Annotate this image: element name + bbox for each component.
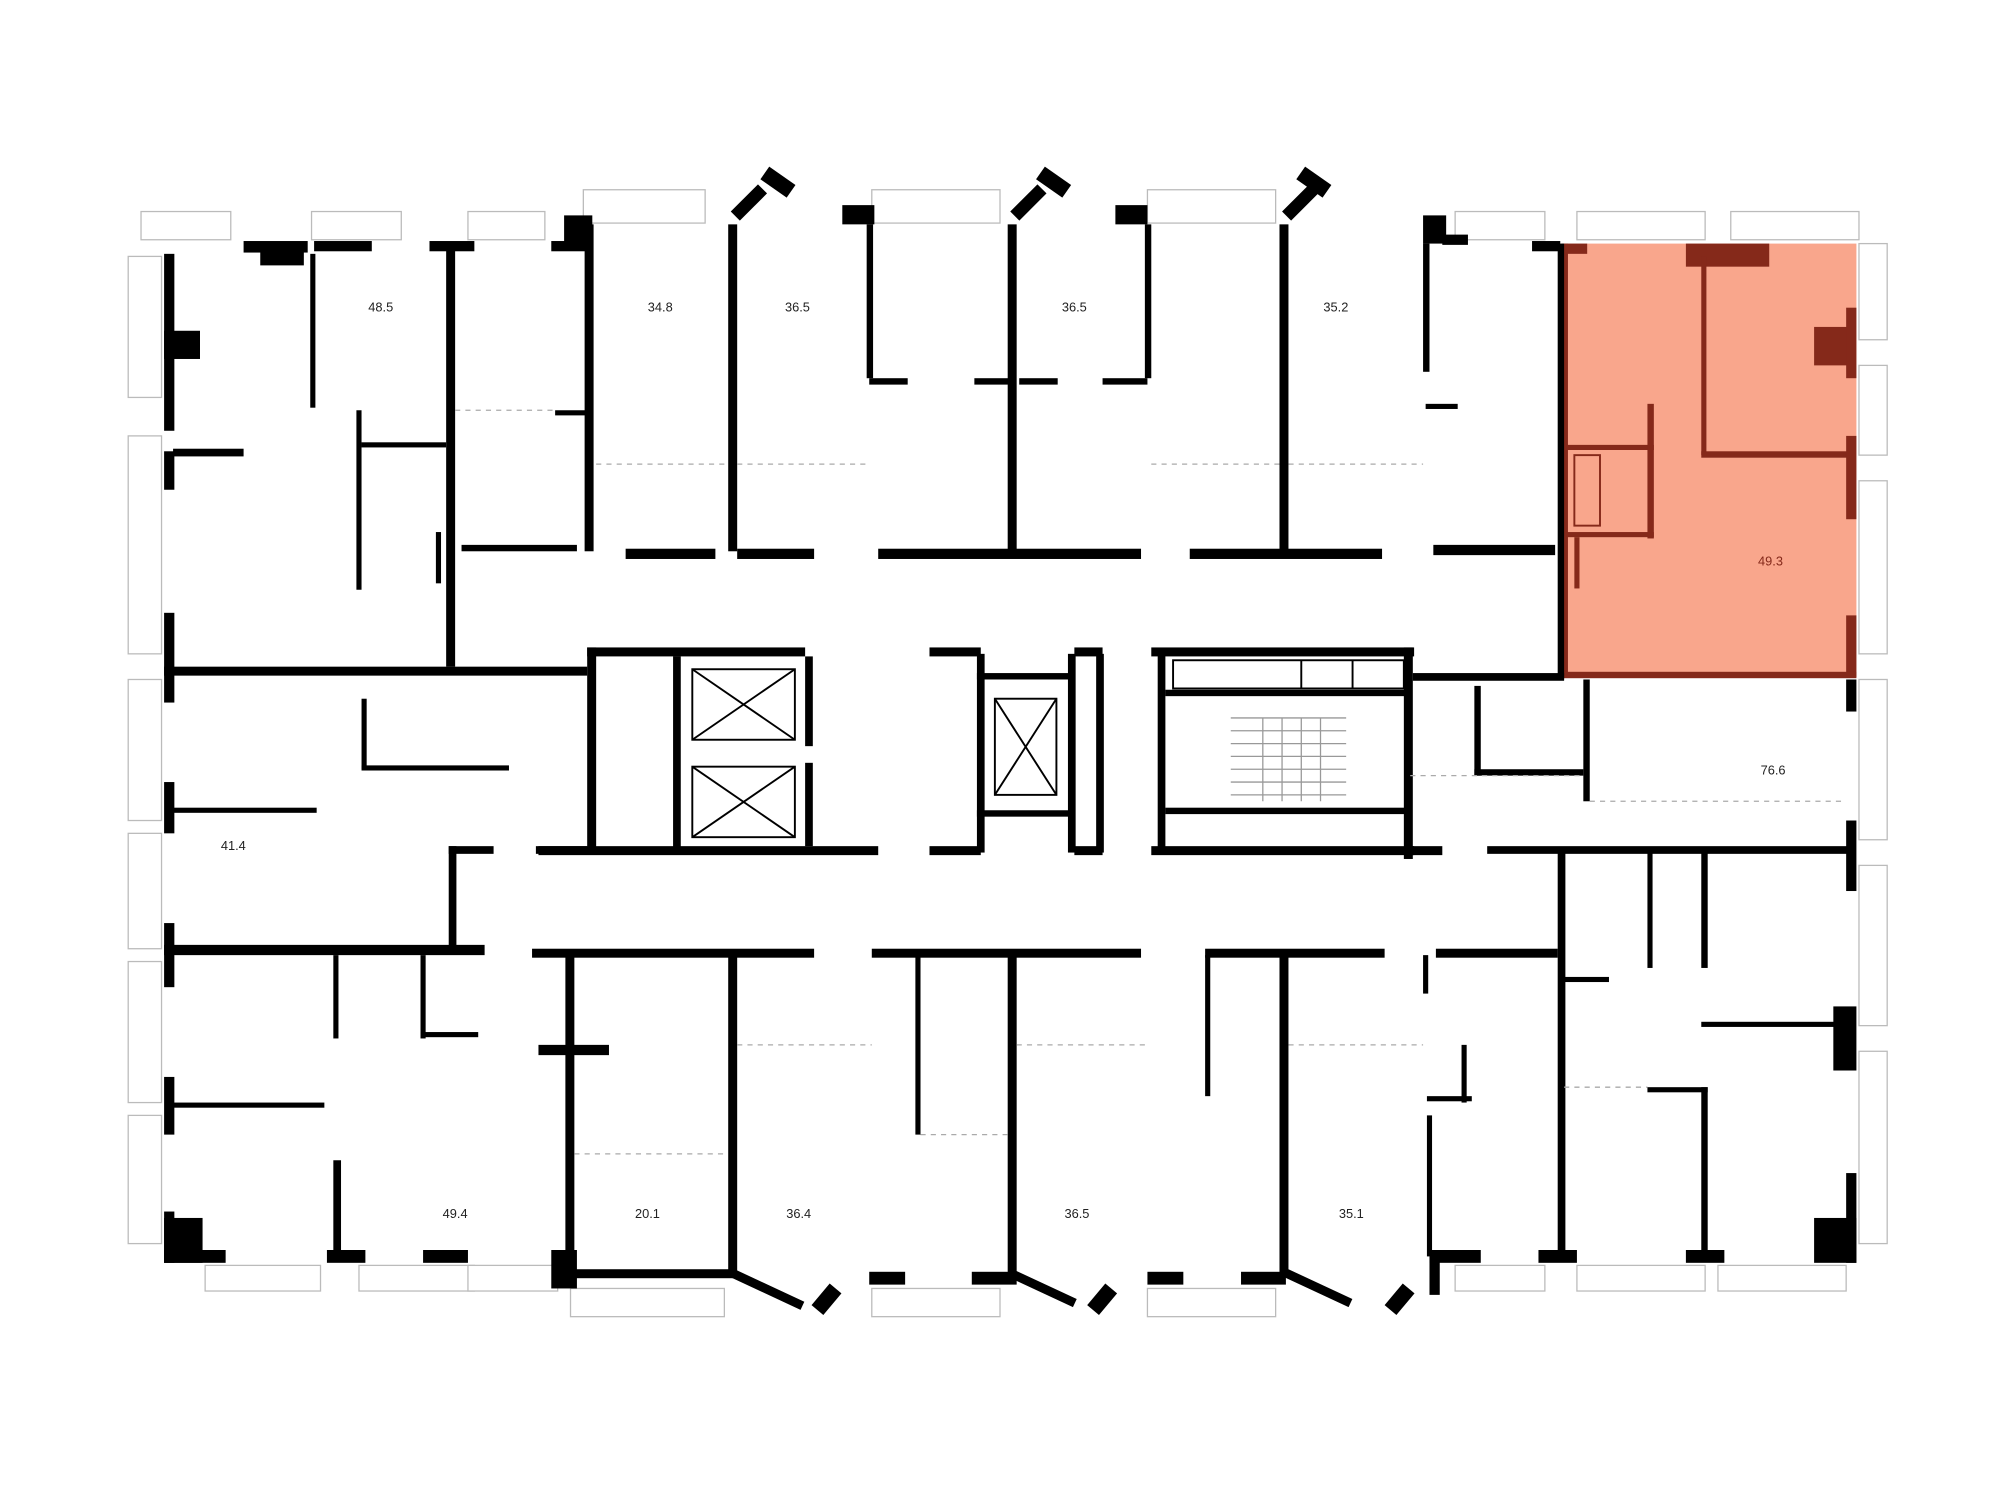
apartment-36-4[interactable]: 36.4 <box>786 1206 811 1221</box>
walls <box>164 166 1857 1316</box>
apartment-49-4[interactable]: 49.4 <box>443 1206 468 1221</box>
apartment-area-label: 48.5 <box>368 300 393 315</box>
windows <box>127 189 1888 1318</box>
apartment-area-label: 76.6 <box>1761 762 1786 777</box>
apartment-area-label: 34.8 <box>648 300 673 315</box>
apartment-36-5-top-a[interactable]: 36.5 <box>785 300 810 315</box>
apartment-area-label: 41.4 <box>221 838 246 853</box>
apartment-area-label: 20.1 <box>635 1206 660 1221</box>
apartment-area-label: 36.5 <box>1062 300 1087 315</box>
apartment-36-5-bottom[interactable]: 36.5 <box>1064 1206 1089 1221</box>
apartment-area-label: 36.5 <box>785 300 810 315</box>
apartment-41-4[interactable]: 41.4 <box>221 838 246 853</box>
dashed-lines <box>455 409 1847 1155</box>
apartment-area-label: 36.5 <box>1064 1206 1089 1221</box>
apartment-20-1[interactable]: 20.1 <box>635 1206 660 1221</box>
apartment-area-label: 49.3 <box>1758 553 1783 568</box>
core-details <box>691 659 1405 839</box>
apartment-35-2[interactable]: 35.2 <box>1323 300 1348 315</box>
apartment-area-label: 35.2 <box>1323 300 1348 315</box>
apartment-area-label: 36.4 <box>786 1206 811 1221</box>
apartment-76-6[interactable]: 76.6 <box>1761 762 1786 777</box>
apartment-49-3-selected[interactable]: 49.3 <box>1561 243 1857 679</box>
apartment-35-1[interactable]: 35.1 <box>1339 1206 1364 1221</box>
apartment-48-5[interactable]: 48.5 <box>368 300 393 315</box>
apartment-34-8[interactable]: 34.8 <box>648 300 673 315</box>
apartment-area-label: 35.1 <box>1339 1206 1364 1221</box>
apartment-area-label: 49.4 <box>443 1206 468 1221</box>
apartment-36-5-top-b[interactable]: 36.5 <box>1062 300 1087 315</box>
